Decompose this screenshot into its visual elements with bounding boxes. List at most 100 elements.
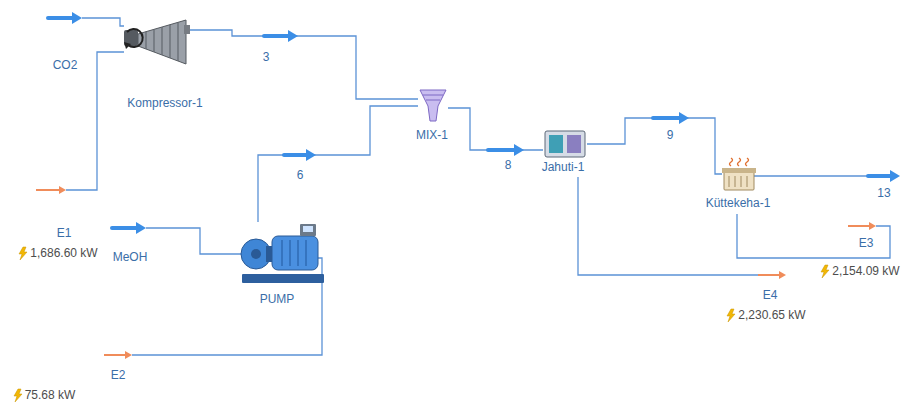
material-stream [448,108,543,156]
lightning-icon [821,265,829,278]
pump-terminal-box [303,226,313,232]
energy-line [132,258,322,355]
stream-label: E1 [56,226,73,241]
stream-arrow [890,170,900,182]
heater-rib [747,176,748,187]
stream-label: 13 [876,186,891,201]
stream-arrow [48,16,73,20]
compressor-body [138,20,186,64]
material-stream [587,112,722,174]
cooler-body [545,131,585,157]
stream-number: 6 [296,168,305,183]
motor-rib [297,240,299,266]
stream-label: E4 [762,288,779,303]
energy-arrow [59,186,66,194]
material-stream [258,106,418,222]
heat-wave [738,158,741,166]
unit-operation: Kompressor-1 [122,16,190,68]
stream-label: 2,230.65 kW [737,308,806,323]
pump-motor [272,236,318,270]
unit-label: PUMP [259,292,296,307]
stream-label: E3 [858,236,875,251]
heat-wave [730,158,733,166]
energy-arrow [869,222,876,230]
stream-arrow [136,222,146,234]
stream-arrow [48,12,900,234]
energy-line [578,177,758,275]
pump-terminal-box [300,224,316,236]
lightning-icon [19,247,27,260]
unit-label: Küttekeha-1 [705,196,772,211]
energy-arrow [848,225,870,227]
energy-arrow [36,186,876,359]
heater-rib [729,176,730,187]
stream-label: E2 [110,368,127,383]
unit-operation: MIX-1 [418,88,448,122]
compressor-rib [169,25,170,58]
heater-rib [741,176,742,187]
compressor-rib [177,22,178,61]
compressor-rib [145,32,146,49]
mixer-icon [420,90,446,121]
cooler-icon [545,131,585,157]
heater-body [724,172,754,190]
motor-rib [281,240,283,266]
mixer-funnel [420,90,446,121]
stream-label: MeOH [112,250,149,265]
stream-arrow [284,153,307,157]
rotation-symbol [124,42,131,49]
heater-rib [735,176,736,187]
stream-arrow [264,34,289,38]
material-stream [190,30,418,99]
stream-arrow [868,174,891,178]
stream-arrow [679,112,689,124]
stream-arrow [72,12,82,24]
stream-line [587,118,722,174]
unit-label: MIX-1 [415,128,449,143]
compressor-rib [161,27,162,55]
compressor-icon [124,20,190,64]
stream-arrow [653,116,680,120]
mixer-line [423,95,443,96]
product-line [754,175,868,176]
stream-label: 1,686.60 kW [29,246,98,261]
motor-rib [305,240,307,266]
stream-label: 75.68 kW [24,388,77,403]
stream-arrow [488,148,515,152]
pump-base [242,274,324,283]
cooler-pane [549,135,563,153]
feed-line [146,228,241,254]
cooler-pane [567,135,581,153]
feed-line [82,18,124,26]
stream-label: 2,154.09 kW [831,264,900,279]
pump-head [251,249,261,259]
unit-operation: Küttekeha-1 [722,160,754,192]
mixer-line [426,100,440,101]
unit-label: Jahuti-1 [541,160,586,175]
heater-icon [722,158,756,190]
heater-lid [722,168,756,173]
energy-arrow [125,351,132,359]
stream-line [258,106,418,222]
stream-line [448,108,543,150]
stream-number: 8 [504,158,513,173]
energy-arrow [779,271,786,279]
motor-rib [289,240,291,266]
stream-arrow [514,144,524,156]
energy-arrow [758,274,780,276]
unit-operation: PUMP [240,222,326,284]
stream-arrow [306,149,316,161]
heat-wave [746,158,749,166]
energy-arrow [104,354,126,356]
stream-arrow [112,226,137,230]
lightning-icon [14,389,22,402]
stream-line [190,30,418,99]
energy-line [737,214,890,258]
stream-number: 3 [262,50,271,65]
unit-operation: Jahuti-1 [543,130,587,158]
stream-arrow [288,30,298,42]
